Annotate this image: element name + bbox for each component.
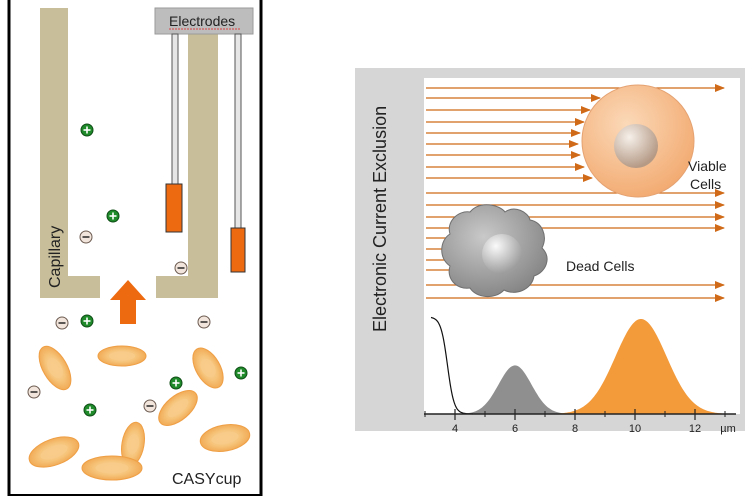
cation-icon bbox=[169, 376, 183, 390]
capillary bbox=[40, 8, 218, 298]
electrode-tip-outer bbox=[230, 227, 246, 273]
red-blood-cell bbox=[97, 345, 147, 367]
axis-title: Electronic Current Exclusion bbox=[370, 106, 390, 332]
capillary-right-wall bbox=[188, 20, 218, 298]
red-blood-cell bbox=[38, 345, 72, 391]
cation-icon bbox=[234, 366, 248, 380]
x-tick-label: 6 bbox=[512, 423, 518, 435]
size-distribution-chart: 4 6 8 10 12 µm bbox=[424, 316, 736, 435]
red-blood-cell bbox=[28, 436, 80, 468]
electrode-wire-inner bbox=[171, 33, 179, 185]
cation-icon bbox=[106, 209, 120, 223]
electrodes-label: Electrodes bbox=[169, 13, 235, 29]
casycup-label: CASYcup bbox=[172, 471, 241, 488]
x-tick-label: 8 bbox=[572, 423, 578, 435]
viable-cell bbox=[581, 84, 695, 198]
anion-icon bbox=[55, 316, 69, 330]
capillary-left-wall bbox=[40, 8, 68, 298]
cation-icon bbox=[83, 403, 97, 417]
x-tick-label: 12 bbox=[689, 423, 701, 435]
anion-icon bbox=[27, 385, 41, 399]
dead-label: Dead Cells bbox=[566, 258, 634, 274]
capillary-label: Capillary bbox=[47, 226, 64, 288]
viable-cell-nucleus bbox=[614, 124, 658, 168]
cation-icon bbox=[80, 123, 94, 137]
capillary-right-foot bbox=[156, 276, 218, 298]
x-tick-label: 4 bbox=[452, 423, 458, 435]
red-blood-cell bbox=[158, 390, 198, 426]
electrode-tip-inner bbox=[165, 183, 183, 233]
red-blood-cell bbox=[199, 423, 251, 453]
flow-arrow-icon bbox=[110, 280, 146, 324]
red-blood-cell bbox=[81, 455, 143, 481]
electrodes: Electrodes bbox=[154, 7, 254, 273]
viable-label-line1: Viable bbox=[688, 158, 727, 174]
dead-cell-peak bbox=[462, 365, 568, 414]
x-tick-label: 10 bbox=[629, 423, 641, 435]
anion-icon bbox=[143, 399, 157, 413]
capillary-left-foot bbox=[40, 276, 100, 298]
red-blood-cell bbox=[192, 347, 224, 389]
viable-label-line2: Cells bbox=[690, 176, 721, 192]
x-unit-label: µm bbox=[720, 423, 736, 435]
cation-icon bbox=[80, 314, 94, 328]
electrode-wire-outer bbox=[234, 33, 242, 229]
casy-cup bbox=[7, 0, 263, 496]
dead-cell bbox=[441, 204, 548, 297]
ions bbox=[27, 123, 248, 417]
red-blood-cells bbox=[28, 345, 251, 481]
viable-cell-peak bbox=[559, 319, 723, 414]
dead-cell-nucleus bbox=[482, 234, 522, 274]
anion-icon bbox=[79, 230, 93, 244]
anion-icon bbox=[197, 315, 211, 329]
anion-icon bbox=[174, 261, 188, 275]
electrodes-header bbox=[154, 7, 254, 35]
